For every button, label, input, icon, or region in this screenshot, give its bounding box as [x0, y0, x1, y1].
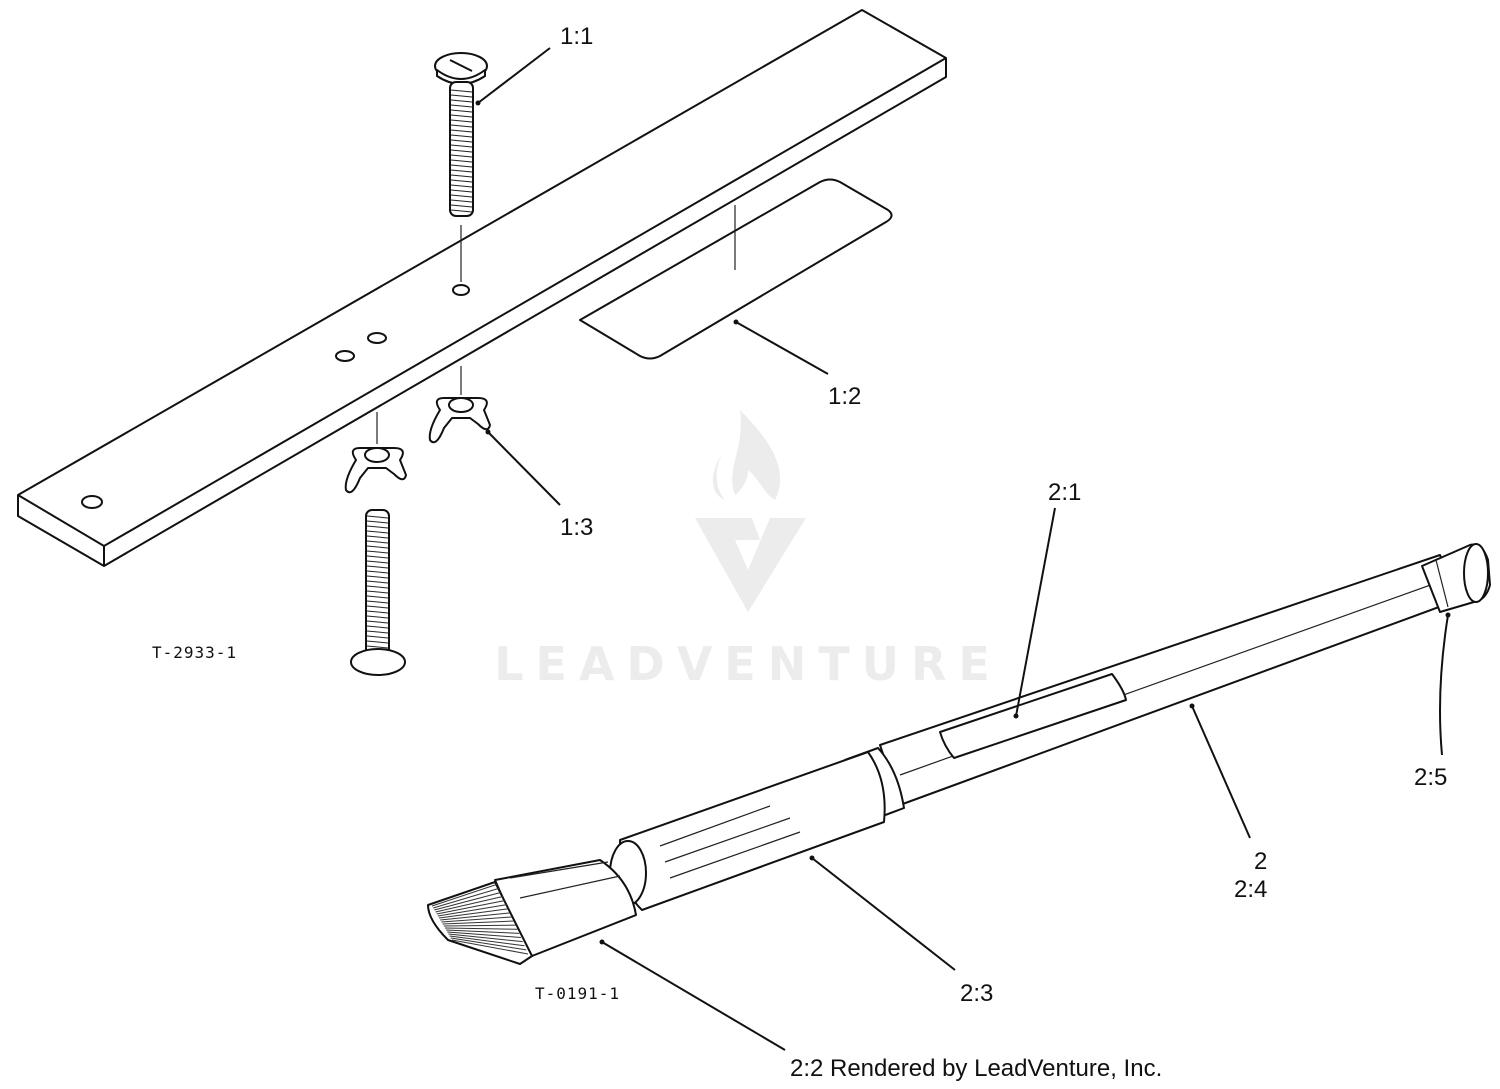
- thread-line: [450, 94, 473, 98]
- thread-line: [366, 535, 389, 539]
- bristle-line: [448, 933, 523, 943]
- callout-2-3: 2:3: [960, 980, 993, 1007]
- v-logo-icon: [695, 518, 806, 612]
- thread-line: [366, 555, 389, 559]
- callout-2: 2: [1254, 848, 1267, 875]
- leader-lines: [475, 47, 1451, 1051]
- bristle-line: [449, 935, 525, 947]
- bristle-line: [447, 931, 521, 939]
- thread-line: [450, 174, 473, 178]
- thread-line: [366, 640, 389, 644]
- thread-line: [450, 184, 473, 188]
- callout-2-5: 2:5: [1414, 764, 1447, 791]
- thread-line: [366, 595, 389, 599]
- thread-line: [366, 635, 389, 639]
- thread-line: [366, 630, 389, 634]
- thread-line: [366, 610, 389, 614]
- thread-line: [450, 124, 473, 128]
- thread-line: [450, 114, 473, 118]
- thread-line: [366, 625, 389, 629]
- callout-2-1: 2:1: [1048, 479, 1081, 506]
- bristle-line: [438, 908, 509, 919]
- thread-line: [366, 645, 389, 649]
- thread-line: [450, 149, 473, 153]
- callout-1-2: 1:2: [828, 383, 861, 410]
- thread-line: [450, 204, 473, 208]
- callout-2-2: 2:2: [790, 1055, 823, 1082]
- thread-line: [450, 179, 473, 183]
- thread-line: [450, 89, 473, 93]
- thread-line: [366, 585, 389, 589]
- thread-line: [366, 580, 389, 584]
- upper-screw: [434, 52, 488, 282]
- wing-nut-left: [344, 412, 407, 494]
- lower-screw: [350, 509, 406, 676]
- bristle-line: [437, 904, 507, 917]
- callout-1-1: 1:1: [560, 23, 593, 50]
- bristle-line: [442, 920, 514, 925]
- thread-line: [450, 139, 473, 143]
- thread-line: [366, 590, 389, 594]
- bristle-line: [440, 912, 511, 921]
- thread-line: [366, 540, 389, 544]
- bristle-line: [435, 895, 504, 913]
- leadventure-watermark: LEADVENTURE: [494, 410, 1002, 691]
- flame-logo-icon: [712, 410, 781, 500]
- drawing-id-lower: T-0191-1: [535, 984, 620, 1003]
- thread-line: [450, 109, 473, 113]
- decal-plate: [579, 178, 893, 360]
- thread-line: [366, 600, 389, 604]
- thread-line: [366, 525, 389, 529]
- thread-line: [450, 164, 473, 168]
- thread-line: [450, 209, 473, 213]
- watermark-brand: LEADVENTURE: [494, 637, 1002, 691]
- wing-nut-right: [428, 366, 491, 444]
- thread-line: [366, 615, 389, 619]
- bristle-line: [436, 899, 506, 915]
- thread-line: [366, 530, 389, 534]
- thread-line: [450, 119, 473, 123]
- thread-line: [450, 194, 473, 198]
- thread-line: [450, 169, 473, 173]
- thread-line: [450, 129, 473, 133]
- brush-handle-assembly: [427, 543, 1491, 965]
- thread-line: [366, 565, 389, 569]
- thread-line: [450, 189, 473, 193]
- thread-line: [366, 550, 389, 554]
- thread-line: [450, 104, 473, 108]
- render-credit: Rendered by LeadVenture, Inc.: [830, 1055, 1162, 1082]
- bristle-line: [441, 916, 513, 923]
- thread-line: [450, 144, 473, 148]
- thread-line: [366, 605, 389, 609]
- thread-line: [450, 99, 473, 103]
- bristle-line: [450, 937, 527, 951]
- thread-line: [450, 154, 473, 158]
- bristle-line: [433, 887, 500, 909]
- thread-line: [450, 199, 473, 203]
- bristle-line: [431, 883, 499, 907]
- bristle-line: [434, 891, 502, 911]
- thread-line: [366, 575, 389, 579]
- callout-1-3: 1:3: [560, 514, 593, 541]
- thread-line: [366, 545, 389, 549]
- callout-2-4: 2:4: [1234, 876, 1267, 903]
- thread-line: [450, 159, 473, 163]
- bristle-line: [443, 924, 516, 927]
- thread-line: [366, 515, 389, 519]
- bristle-line: [446, 929, 520, 934]
- thread-line: [366, 570, 389, 574]
- thread-line: [366, 560, 389, 564]
- drawing-id-upper: T-2933-1: [152, 643, 237, 662]
- thread-line: [366, 520, 389, 524]
- mounting-bar: [17, 9, 947, 567]
- bristle-line: [444, 927, 518, 930]
- thread-line: [450, 134, 473, 138]
- thread-line: [366, 620, 389, 624]
- bristle-line: [451, 939, 529, 955]
